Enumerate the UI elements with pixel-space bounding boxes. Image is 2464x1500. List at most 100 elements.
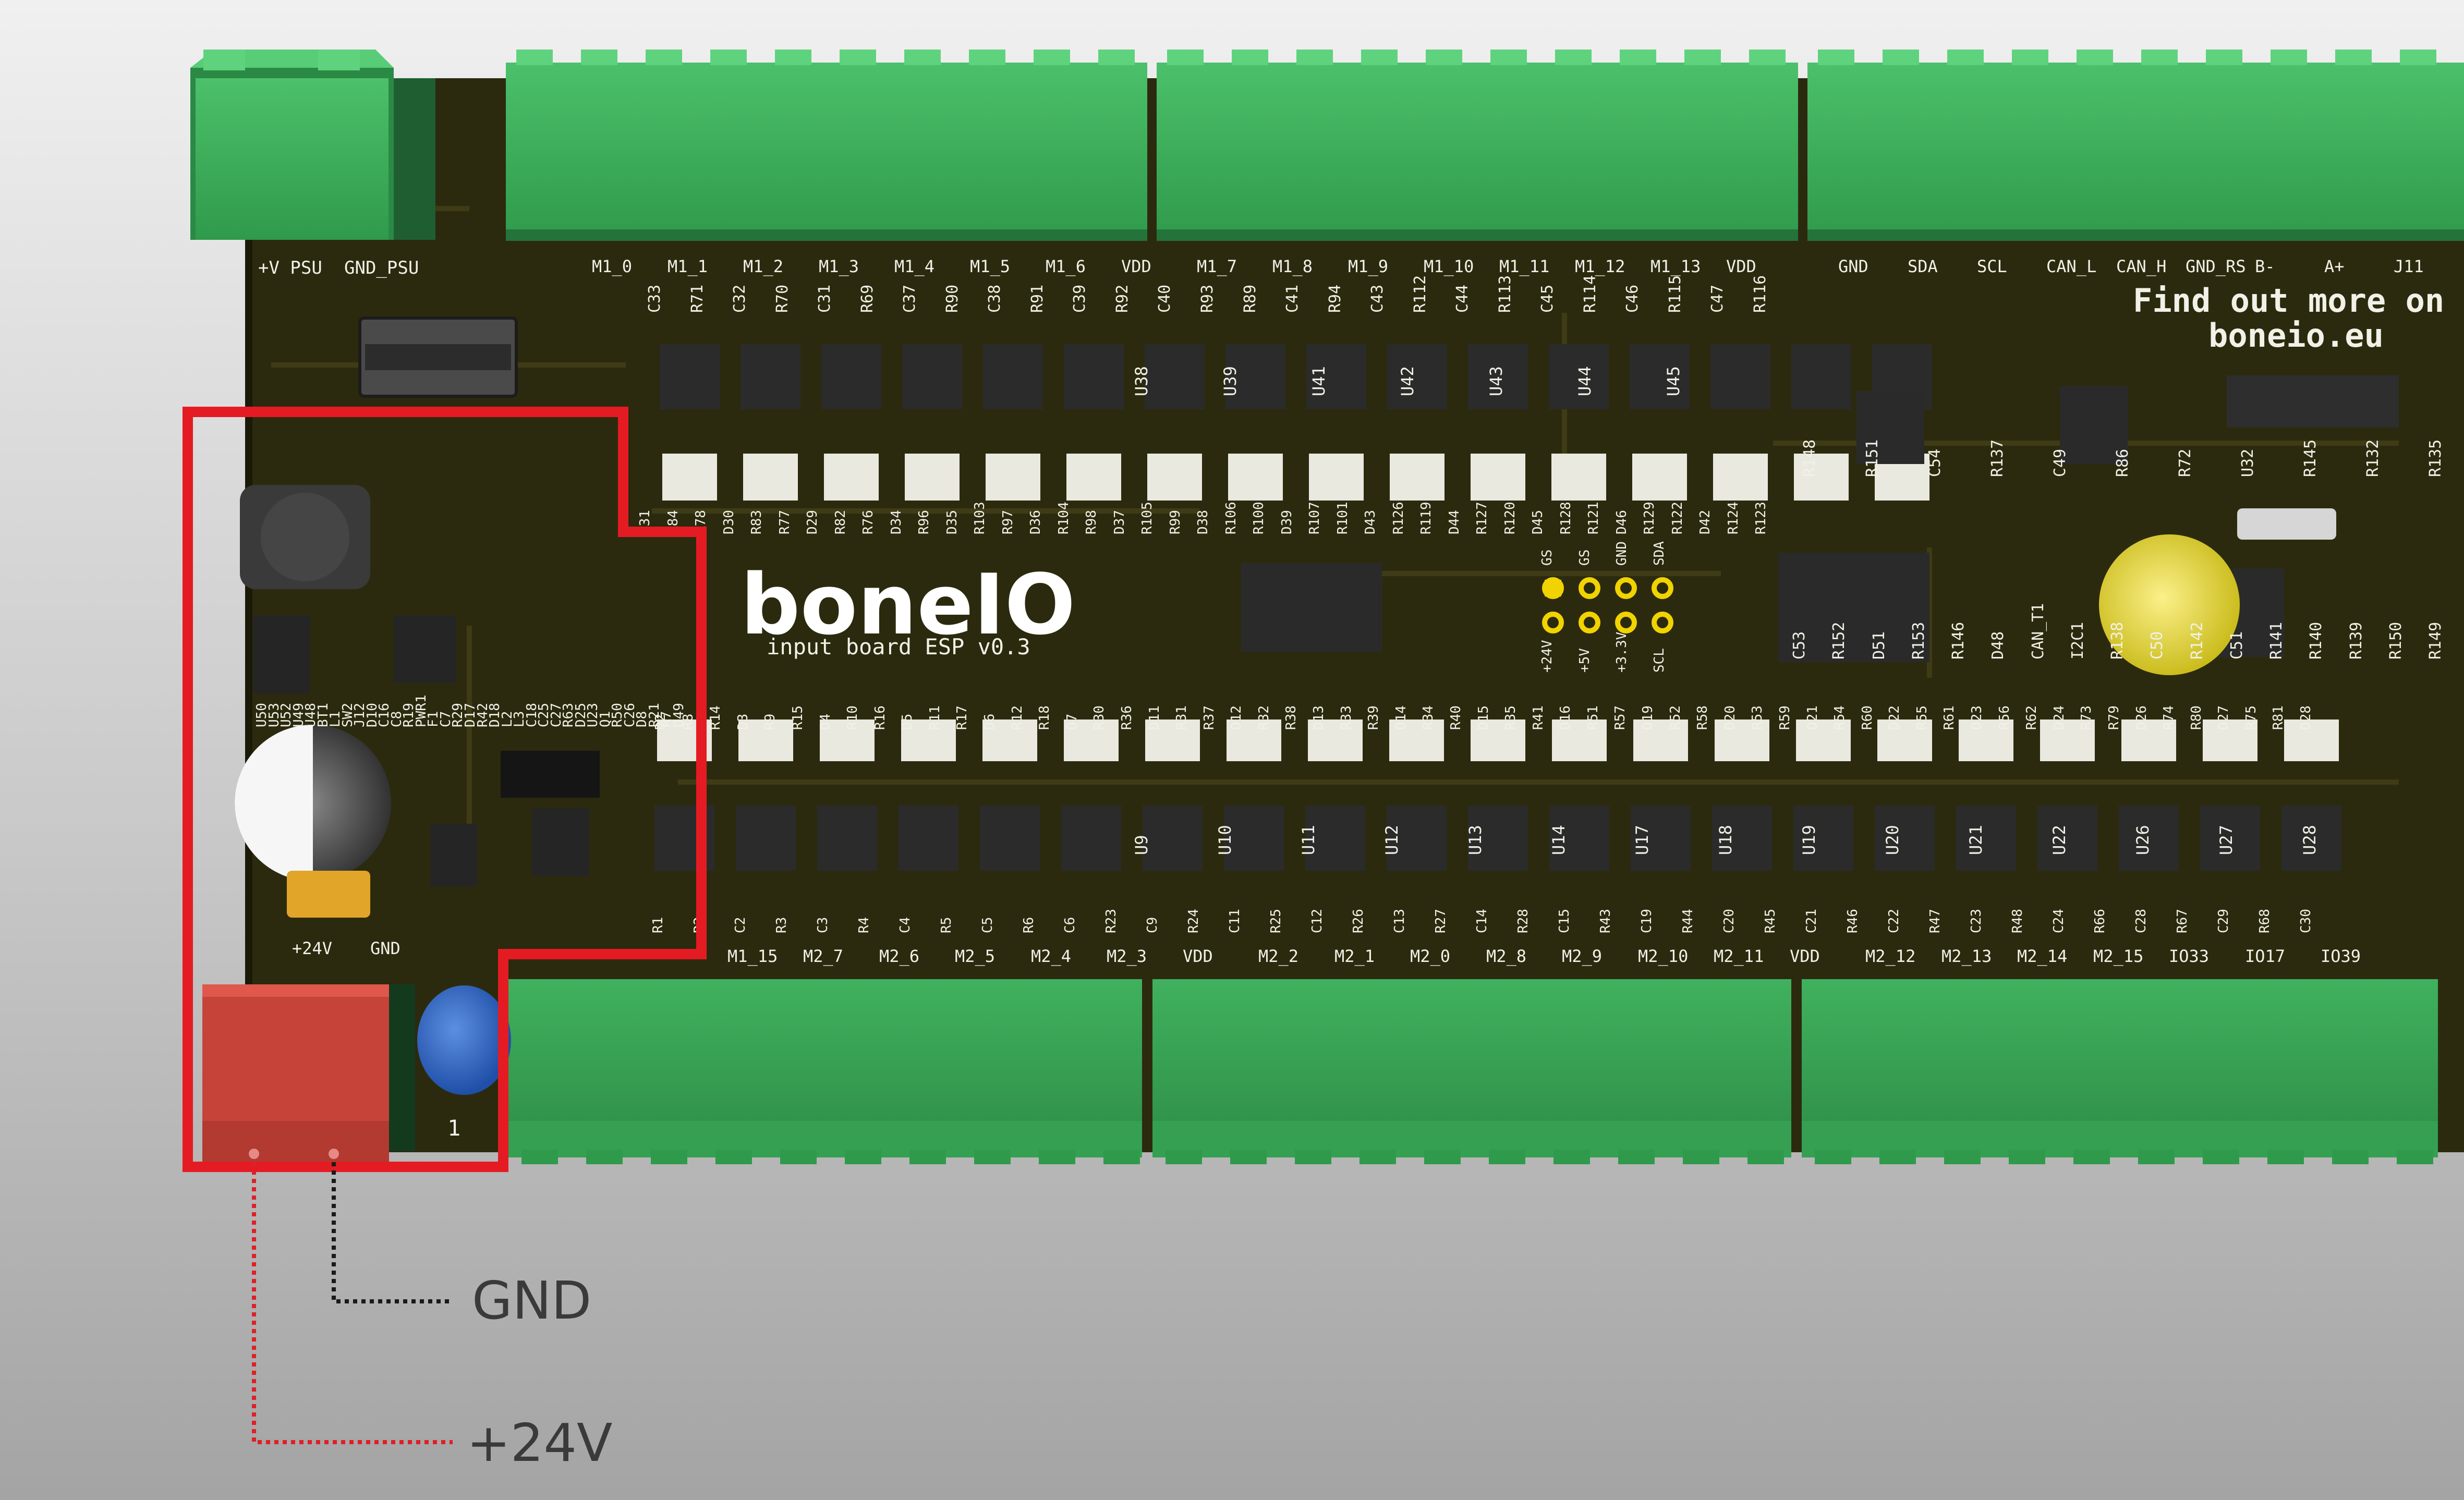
terminal-tooth: [581, 50, 617, 65]
component-designator: R112: [1411, 275, 1429, 313]
terminal-tooth: [2012, 50, 2048, 65]
optocoupler-ic: [1630, 344, 1690, 409]
component-designator: C37: [901, 285, 919, 313]
terminal-tooth: [1361, 50, 1398, 65]
component-designator: D37: [1112, 510, 1127, 534]
component-designator: R101: [1335, 502, 1351, 534]
terminal-tooth: [1749, 50, 1786, 65]
connector-pin-label: M2_15: [2093, 946, 2143, 966]
component-designator: R29: [450, 703, 466, 727]
terminal-tooth: [586, 1150, 623, 1164]
component-designator: D6: [982, 714, 998, 730]
component-designator: C49: [2051, 449, 2069, 477]
component-designator: R122: [1670, 502, 1685, 534]
component-designator: R145: [2301, 440, 2320, 477]
optocoupler-ic: [736, 806, 796, 871]
component-designator: R99: [1168, 510, 1183, 534]
connector-pin-label: M1_3: [819, 257, 859, 276]
component-designator: C50: [2148, 631, 2166, 660]
component-designator: D30: [721, 510, 737, 534]
component-designator: C3: [815, 917, 831, 933]
terminal-tooth: [1034, 50, 1070, 65]
promo-line1: Find out more on: [2133, 282, 2444, 320]
i2c-header: [2227, 375, 2399, 428]
terminal-tooth: [1553, 1150, 1590, 1164]
smd-resistor-array: [1227, 719, 1281, 761]
smd-resistor-array: [2040, 719, 2095, 761]
ic-designator: U28: [2300, 825, 2320, 855]
bottom-terminal-block-3: [1802, 979, 2438, 1157]
optocoupler-ic: [1549, 806, 1609, 871]
component-designator: R127: [1474, 502, 1490, 534]
component-designator: R56: [1997, 705, 2012, 730]
crystal: [2237, 508, 2336, 540]
terminal-tooth: [1295, 1150, 1331, 1164]
terminal-tooth: [1166, 1150, 1202, 1164]
terminal-tooth: [840, 50, 876, 65]
component-designator: R104: [1056, 502, 1072, 534]
component-designator: D48: [1989, 631, 2007, 660]
board-subtitle: input board ESP v0.3: [767, 634, 1030, 660]
component-designator: R44: [1680, 909, 1696, 933]
component-designator: R40: [1448, 705, 1464, 730]
component-designator: CAN_T1: [2029, 603, 2047, 660]
component-designator: R50: [610, 703, 625, 727]
component-designator: R36: [1119, 705, 1135, 730]
component-designator: R1: [650, 917, 666, 933]
component-designator: C27: [549, 703, 564, 727]
component-designator: R124: [1726, 502, 1741, 534]
component-designator: R28: [1515, 909, 1531, 933]
component-designator: D28: [2298, 705, 2314, 730]
component-designator: R138: [2108, 622, 2127, 660]
component-designator: R105: [1139, 502, 1155, 534]
optocoupler-ic: [1791, 344, 1851, 409]
terminal-tooth: [775, 50, 811, 65]
power-pin-label: GND_PSU: [344, 258, 419, 278]
connector-pin-label: VDD: [1726, 257, 1756, 276]
component-designator: I2C1: [2069, 622, 2087, 660]
component-designator: D35: [944, 510, 960, 534]
component-designator: R150: [2387, 622, 2405, 660]
component-designator: R68: [2257, 909, 2273, 933]
component-designator: C24: [2051, 909, 2067, 933]
bottom-terminal-block-1: [508, 979, 1142, 1157]
smd-resistor-array: [986, 454, 1040, 501]
ic-u52: [1856, 391, 1924, 464]
header-pin-label: SCL: [1652, 648, 1667, 673]
component-designator: C16: [377, 703, 392, 727]
terminal-tooth: [1167, 50, 1204, 65]
component-designator: C33: [646, 285, 664, 313]
smd-resistor-array: [1715, 719, 1769, 761]
smd-resistor-array: [1552, 719, 1607, 761]
component-designator: L2: [500, 711, 515, 727]
silkscreen-text: boneIO input board ESP v0.3 Find out mor…: [447, 282, 2444, 1141]
component-designator: C20: [1721, 909, 1737, 933]
component-designator: Q1: [598, 711, 613, 727]
smd-resistor-array: [1471, 719, 1525, 761]
terminal-tooth: [1815, 1150, 1851, 1164]
bus-pin-label: CAN_L: [2046, 257, 2096, 276]
ic-u49: [2060, 386, 2128, 464]
optocoupler-ic: [1793, 806, 1853, 871]
component-designator: C45: [1538, 285, 1557, 313]
component-designator: R128: [1558, 502, 1574, 534]
component-designator: R21: [647, 703, 662, 727]
optocoupler-ic: [1224, 806, 1284, 871]
terminal-tooth: [1818, 50, 1854, 65]
smd-resistor-array: [743, 454, 798, 501]
optocoupler-ic: [1387, 806, 1447, 871]
component-designator: R62: [2024, 705, 2040, 730]
component-designator: R89: [1241, 285, 1259, 313]
optocoupler-ic: [983, 344, 1043, 409]
smd-resistor-array: [1308, 719, 1363, 761]
component-designator: R148: [1801, 440, 1819, 477]
header-pin-label: GS: [1539, 550, 1555, 566]
component-designator: R70: [773, 285, 792, 313]
component-designator: R91: [1028, 285, 1047, 313]
debug-header-pins: [1542, 577, 1673, 633]
component-designator: D27: [2216, 705, 2231, 730]
optocoupler-ic: [1631, 806, 1691, 871]
terminal-tooth: [1296, 50, 1333, 65]
board-logo: boneIO: [741, 556, 1075, 653]
